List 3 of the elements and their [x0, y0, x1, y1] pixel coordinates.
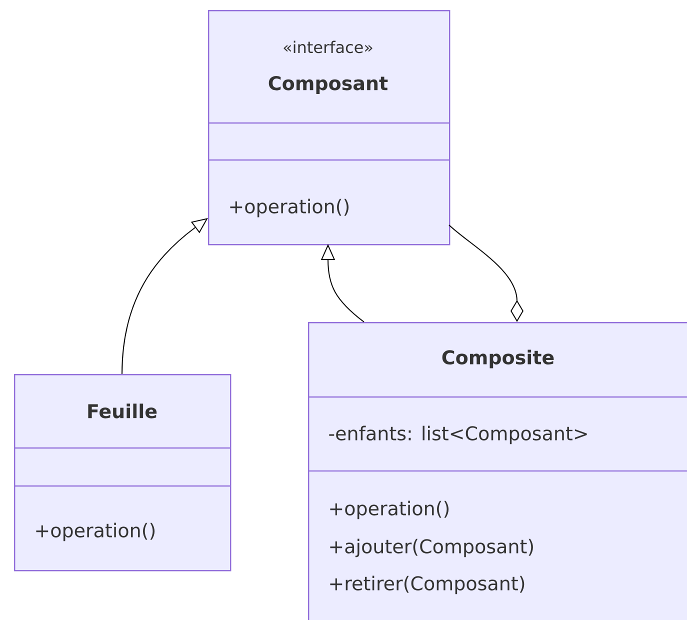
- class-box: Composite -enfants: list<Composant> +operation() +ajouter(Composant) +retirer(Composant): [308, 322, 687, 620]
- interface-box: «interface» Composant +operation(): [208, 10, 450, 246]
- class-box: Feuille +operation(): [14, 374, 232, 572]
